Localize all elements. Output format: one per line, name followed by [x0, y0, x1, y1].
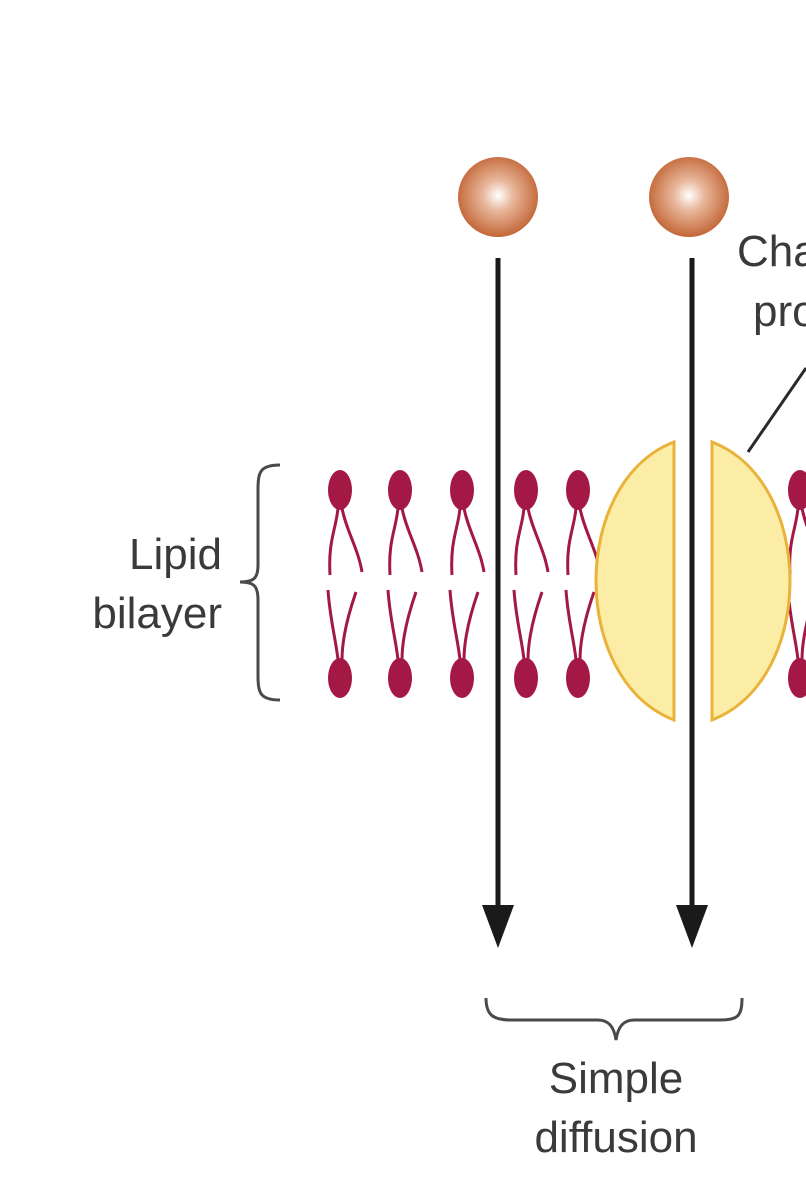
lipid-head — [514, 658, 538, 698]
lipid-bilayer-brace — [239, 463, 281, 702]
lipid-tail — [386, 589, 418, 661]
lipid-tail — [564, 589, 596, 661]
phospholipid-icon — [448, 470, 486, 698]
lipid-tail — [450, 507, 486, 576]
simple-diffusion-label-line1: Simple — [549, 1054, 684, 1103]
lipid-head — [514, 470, 538, 510]
channel-protein-left-half — [594, 439, 676, 723]
simple-diffusion-brace — [484, 997, 744, 1041]
lipid-head — [566, 658, 590, 698]
lipid-head — [328, 470, 352, 510]
lipid-head — [566, 470, 590, 510]
channel-protein-right-half — [710, 439, 792, 723]
lipid-head — [388, 658, 412, 698]
phospholipid-icon — [564, 470, 602, 698]
molecule-group — [458, 157, 729, 237]
lipid-tail — [326, 589, 358, 661]
channel-protein-icon — [594, 439, 792, 723]
channel-protein-label-line1: Cha — [737, 227, 806, 276]
phospholipid-icon — [386, 470, 424, 698]
channel-protein-label-line2: pro — [753, 287, 806, 336]
lipid-head — [450, 470, 474, 510]
lipid-tail — [514, 507, 550, 576]
lipid-head — [450, 658, 474, 698]
lipid-head — [788, 658, 806, 698]
channel-protein-leader-line — [746, 367, 806, 453]
phospholipid-icon — [512, 470, 550, 698]
lipid-head — [328, 658, 352, 698]
lipid-bilayer — [326, 470, 806, 698]
phospholipid-icon — [326, 470, 364, 698]
molecule-icon — [458, 157, 538, 237]
arrowhead — [482, 905, 514, 948]
lipid-tail — [512, 589, 544, 661]
phospholipid-icon — [786, 470, 806, 698]
lipid-bilayer-label-line2: bilayer — [92, 589, 222, 638]
lipid-head — [788, 470, 806, 510]
lipid-tail — [388, 507, 424, 576]
lipid-tail — [328, 507, 364, 576]
simple-diffusion-label-line2: diffusion — [534, 1113, 697, 1162]
diffusion-arrows — [482, 258, 708, 948]
molecule-icon — [649, 157, 729, 237]
lipid-head — [388, 470, 412, 510]
arrowhead — [676, 905, 708, 948]
lipid-tail — [448, 589, 480, 661]
lipid-bilayer-label-line1: Lipid — [129, 530, 222, 579]
